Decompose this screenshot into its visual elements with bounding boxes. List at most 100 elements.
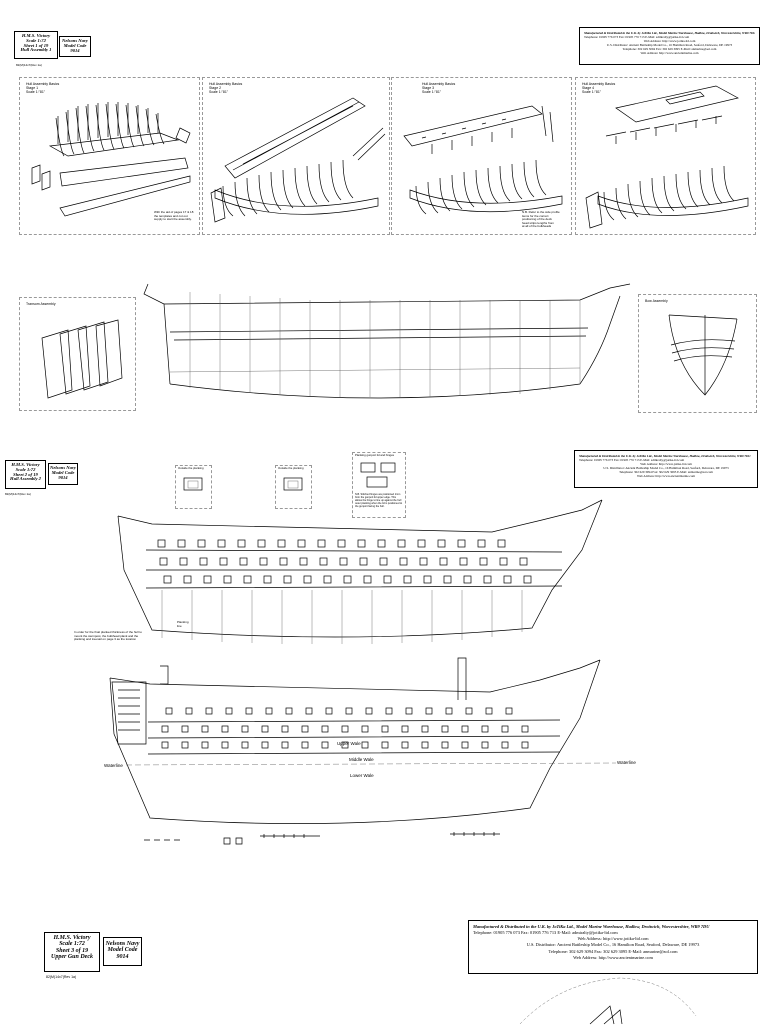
gunport bbox=[405, 707, 413, 715]
gunport bbox=[265, 707, 273, 715]
gunport bbox=[441, 725, 449, 733]
model-code-line: Model Code bbox=[63, 42, 87, 48]
callout-planking-2: Outside the planking bbox=[275, 465, 312, 509]
gunport bbox=[161, 741, 169, 749]
gunport bbox=[445, 707, 453, 715]
gunport bbox=[481, 725, 489, 733]
gunport bbox=[301, 741, 309, 749]
gunport-detail-icon bbox=[183, 477, 203, 491]
maker-line: Telephone: 302 629 3094 Fax: 302 629 309… bbox=[548, 948, 678, 954]
sheet-3-partial-circle bbox=[519, 977, 697, 1025]
waterline-label-left: Waterline bbox=[104, 763, 123, 768]
model-code-line: Model Code bbox=[107, 947, 138, 954]
gunport bbox=[377, 539, 386, 548]
gunport bbox=[323, 575, 332, 584]
gunport bbox=[201, 741, 209, 749]
gunport bbox=[417, 539, 426, 548]
gunport bbox=[245, 707, 253, 715]
gunport bbox=[177, 539, 186, 548]
transom-assembly-panel: Transom Assembly bbox=[19, 297, 136, 411]
gunport bbox=[321, 741, 329, 749]
stage-panel-4: Hull Assembly Basics Stage 4 Scale 1:"81… bbox=[575, 77, 756, 235]
maker-line: Web Address: http://www.ancientmarine.co… bbox=[573, 954, 653, 960]
stage-3-drawing bbox=[403, 105, 563, 215]
gunport bbox=[263, 575, 272, 584]
bow-drawing bbox=[668, 314, 738, 396]
sheet-2-model-code-box: Nelsons Navy Model Code 9014 bbox=[48, 463, 78, 485]
sheet-1-title-box: H.M.S. Victory Scale 1:72 Sheet 1 of 19 … bbox=[14, 31, 58, 59]
maker-line: U.S. Distributor: Ancient Battleship Mod… bbox=[526, 942, 700, 948]
panel-title: Transom Assembly bbox=[26, 302, 56, 306]
panel-note: With the aid of pages 17 & 18 the templa… bbox=[154, 210, 194, 222]
gunport bbox=[521, 725, 529, 733]
gunport bbox=[317, 539, 326, 548]
maker-line: Telephone: 01905 776 073 Fax: 01905 776 … bbox=[473, 930, 618, 936]
gunport bbox=[243, 575, 252, 584]
sheet-2-upper-profile bbox=[117, 499, 603, 644]
gunport bbox=[483, 575, 492, 584]
gunport bbox=[343, 575, 352, 584]
gunport bbox=[437, 539, 446, 548]
gunport bbox=[421, 725, 429, 733]
waterline bbox=[125, 762, 617, 766]
model-code-line: 9014 bbox=[116, 953, 129, 960]
gunport bbox=[481, 741, 489, 749]
gunport bbox=[181, 725, 189, 733]
gunport bbox=[325, 707, 333, 715]
middle-wale-label: Middle Wale bbox=[349, 757, 374, 762]
callout-hinges: Planking gunport lid and hinges N.B. Sti… bbox=[352, 452, 406, 518]
gunport bbox=[463, 575, 472, 584]
model-code-line: Nelsons Navy bbox=[62, 38, 88, 43]
maker-line: Telephone: 01905 776 073 Fax: 01905 776 … bbox=[584, 35, 690, 39]
gunport bbox=[261, 741, 269, 749]
gunport bbox=[259, 557, 268, 566]
gunport bbox=[503, 575, 512, 584]
gunport bbox=[165, 707, 173, 715]
gunport bbox=[499, 557, 508, 566]
sheet-2-maker-block: Manufactured & Distributed in the U.K. b… bbox=[574, 450, 758, 488]
gunport bbox=[479, 557, 488, 566]
gunport bbox=[163, 575, 172, 584]
gunport bbox=[285, 707, 293, 715]
side-note: In order for the final planked thickness… bbox=[74, 630, 142, 642]
gunport bbox=[459, 557, 468, 566]
gunport bbox=[319, 557, 328, 566]
stage-2-drawing bbox=[210, 97, 386, 223]
maker-line: U.S. Distributor: Ancient Battleship Mod… bbox=[606, 43, 733, 47]
maker-line: U.S. Distributor: Ancient Battleship Mod… bbox=[603, 466, 729, 470]
gunport bbox=[457, 539, 466, 548]
gunport bbox=[225, 707, 233, 715]
gunport bbox=[217, 539, 226, 548]
stage-4-drawing bbox=[585, 85, 749, 229]
gunport bbox=[505, 707, 513, 715]
gunport bbox=[359, 557, 368, 566]
sheet-2-ref: 82(M)14x7(Rev 1a) bbox=[5, 492, 31, 496]
panel-title: Bow Assembly bbox=[645, 299, 668, 303]
bow-assembly-panel: Bow Assembly bbox=[638, 294, 757, 413]
gunport bbox=[279, 557, 288, 566]
title-line: Sheet 2 of 19 bbox=[13, 471, 38, 477]
gunport bbox=[421, 741, 429, 749]
gunport bbox=[461, 725, 469, 733]
gunport bbox=[205, 707, 213, 715]
maker-line: Web Address: http://www.jotika-ltd.com bbox=[643, 39, 696, 43]
gunport bbox=[419, 557, 428, 566]
gunport bbox=[501, 725, 509, 733]
gunport bbox=[383, 575, 392, 584]
title-line: Sheet 3 of 19 bbox=[55, 947, 89, 954]
gunport bbox=[241, 741, 249, 749]
maker-line: Web Address: http://www.ancientmarine.co… bbox=[640, 51, 699, 55]
gunport bbox=[321, 725, 329, 733]
maker-line: Manufactured & Distributed in the U.K. b… bbox=[579, 454, 751, 458]
title-line: Hull Assembly 1 bbox=[20, 47, 52, 53]
panel-title: Outside the planking bbox=[278, 466, 304, 470]
title-line: Sheet 1 of 19 bbox=[23, 42, 49, 48]
panel-note: N.B. Stitched hinges are positioned 1mm … bbox=[355, 493, 403, 508]
gunport bbox=[239, 557, 248, 566]
gunport bbox=[523, 575, 532, 584]
stage-panel-1: Hull Assembly Basics Stage 1 Scale 1:"81… bbox=[19, 77, 200, 235]
model-code-line: 9014 bbox=[70, 47, 80, 53]
callout-planking-1: Outside the planking bbox=[175, 465, 212, 509]
stage-panel-3: Hull Assembly Basics Stage 3 Scale 1:"81… bbox=[391, 77, 572, 235]
gunport bbox=[159, 557, 168, 566]
